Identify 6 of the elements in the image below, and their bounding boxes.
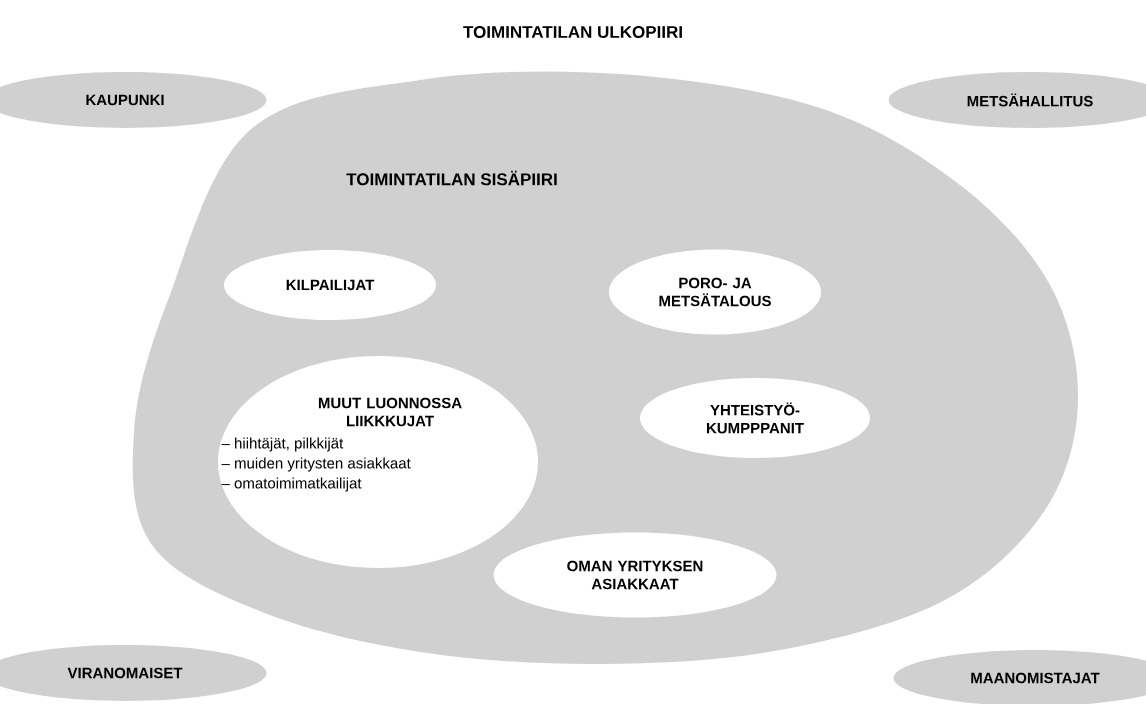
ellipse-node: YHTEISTYÖ-KUMPPPANIT [640, 378, 870, 458]
ellipse-node: MUUT LUONNOSSA LIIKKKUJAT – hiihtäjät, pilkkijät – muiden yritysten asiakkaat – omatoimimatkailijat [218, 356, 538, 568]
ellipse-node: OMAN YRITYKSEN ASIAKKAAT [493, 532, 777, 618]
title: TOIMINTATILAN ULKOPIIRI [463, 25, 682, 38]
ellipse-node: KILPAILIJAT [223, 250, 437, 320]
ellipse-node: PORO- JA METSÄTALOUS [608, 249, 822, 335]
